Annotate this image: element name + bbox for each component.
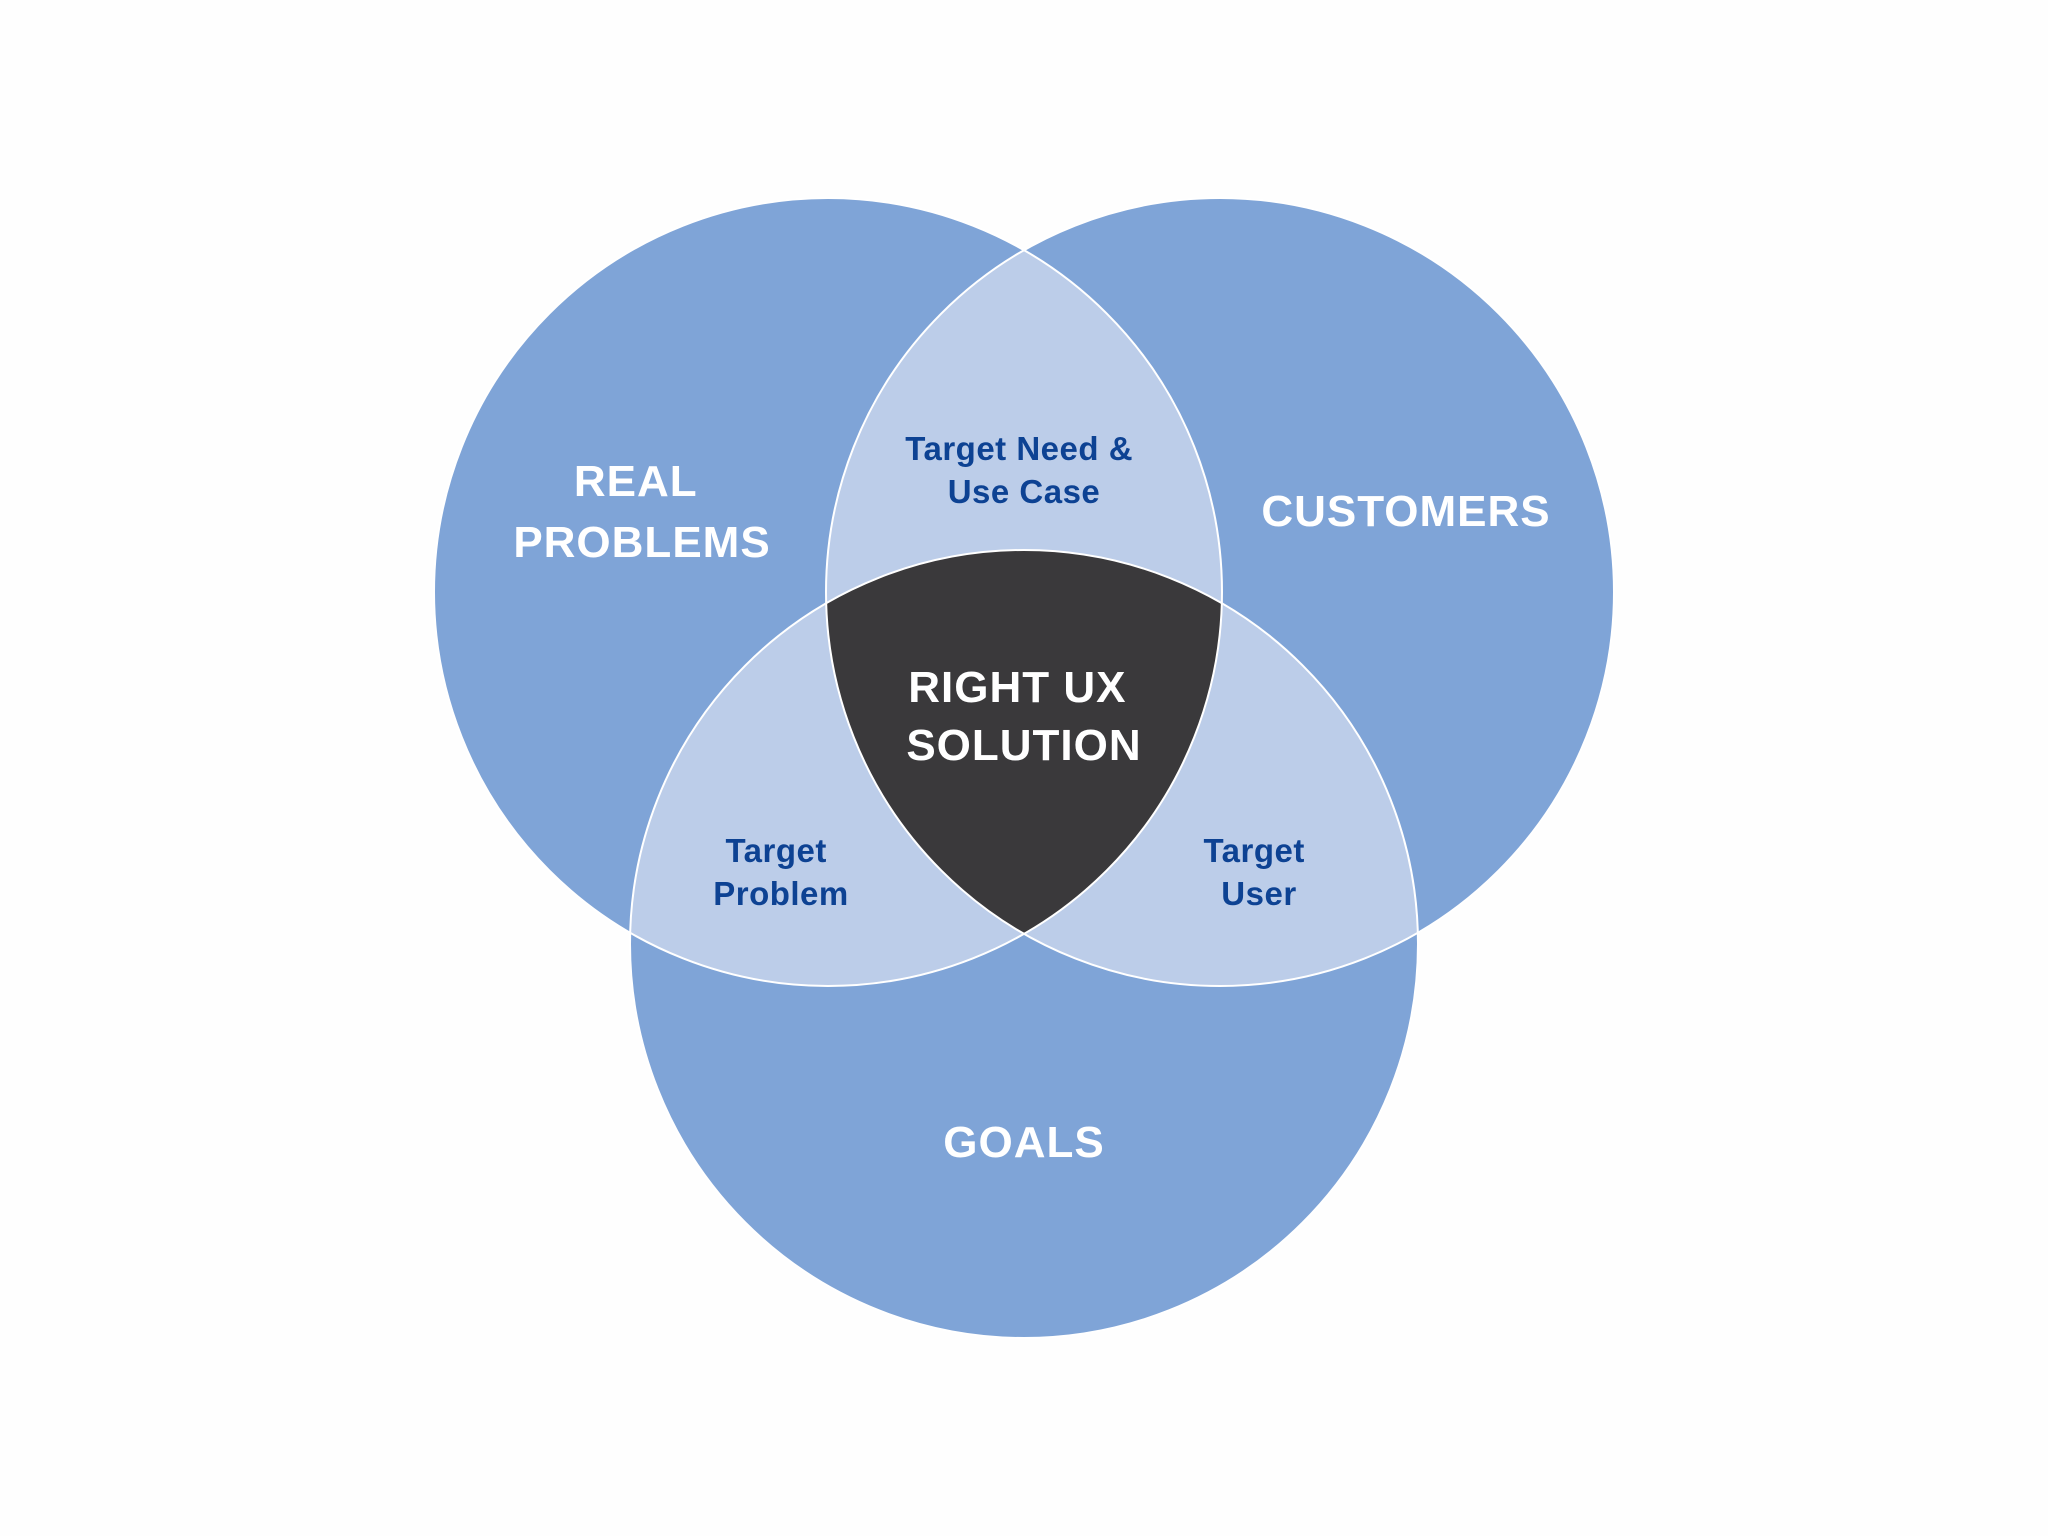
label-target-need-use-case: Target Need & Use Case [905, 430, 1142, 510]
label-real-problems-line-1: REAL [574, 457, 697, 506]
label-right-ux-solution-line-1: RIGHT UX [908, 663, 1126, 712]
label-target-user: Target User [1203, 832, 1314, 912]
label-target-problem-line-1: Target [725, 832, 826, 869]
label-real-problems: REAL PROBLEMS [513, 457, 770, 567]
label-target-problem-line-2: Problem [713, 875, 849, 912]
label-right-ux-solution-line-2: SOLUTION [906, 721, 1141, 770]
label-target-need-use-case-line-1: Target Need & [905, 430, 1133, 467]
outline-customers [825, 197, 1615, 987]
label-target-user-line-2: User [1221, 875, 1296, 912]
label-right-ux-solution: RIGHT UX SOLUTION [906, 663, 1141, 770]
label-target-need-use-case-line-2: Use Case [948, 473, 1101, 510]
label-target-user-line-1: Target [1203, 832, 1304, 869]
label-target-problem: Target Problem [713, 832, 849, 912]
label-customers: CUSTOMERS [1261, 487, 1550, 536]
outline-goals [629, 549, 1419, 1339]
label-customers-line-1: CUSTOMERS [1261, 487, 1550, 536]
label-goals: GOALS [943, 1118, 1104, 1167]
outline-real-problems [433, 197, 1223, 987]
label-real-problems-line-2: PROBLEMS [513, 518, 770, 567]
label-goals-line-1: GOALS [943, 1118, 1104, 1167]
